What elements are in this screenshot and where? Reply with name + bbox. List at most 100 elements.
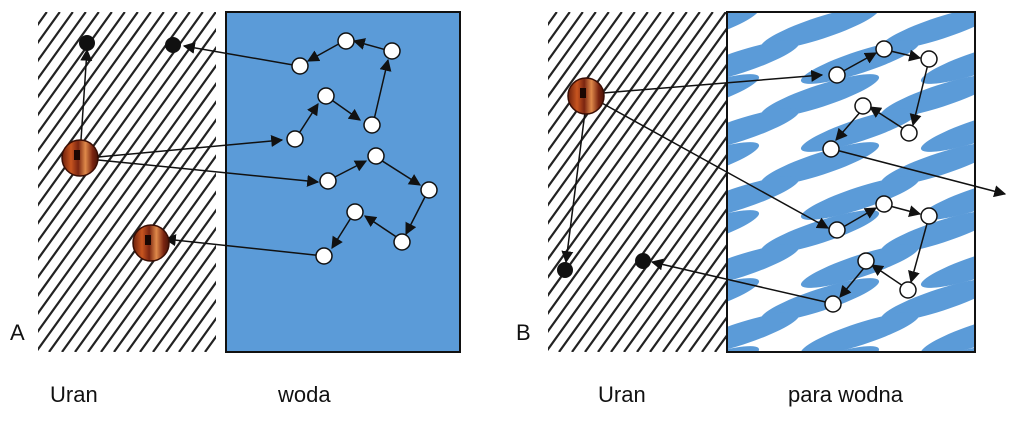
- uranium-region-b: [548, 12, 726, 352]
- hatch-line: [38, 27, 216, 279]
- hatch-line: [38, 12, 113, 117]
- hatch-line: [548, 12, 714, 243]
- hatch-line: [38, 12, 48, 27]
- neutron-icon: [824, 295, 842, 313]
- water-vapour-region: [726, 11, 976, 353]
- hatch-line: [38, 12, 139, 153]
- hatch-line: [87, 172, 216, 352]
- vapour-blob: [727, 244, 800, 288]
- hatch-line: [548, 12, 610, 99]
- vapour-blob: [880, 278, 975, 322]
- vapour-blob: [727, 142, 760, 186]
- uranium-region-a: [0, 12, 216, 352]
- neutron-icon: [828, 66, 846, 84]
- vapour-blob: [727, 346, 760, 352]
- vapour-blob: [920, 108, 975, 152]
- neutron-icon: [367, 147, 385, 165]
- vapour-blob: [760, 74, 880, 118]
- neutron-icon: [900, 124, 918, 142]
- vapour-blob: [727, 278, 760, 322]
- hatch-line: [548, 12, 726, 261]
- hatch-line: [61, 136, 216, 352]
- neutron-icon: [828, 221, 846, 239]
- vapour-blob: [880, 142, 975, 186]
- neutron-icon: [286, 130, 304, 148]
- absorbed-neutron-icon: [165, 37, 181, 53]
- hatch-line: [548, 64, 726, 315]
- hatch-line: [38, 12, 216, 261]
- vapour-blob: [920, 312, 975, 352]
- neutron-icon: [315, 247, 333, 265]
- hatch-line: [38, 12, 87, 81]
- hatch-line: [548, 45, 726, 297]
- neutron-icon: [319, 172, 337, 190]
- vapour-blob: [880, 12, 975, 50]
- hatch-line: [165, 280, 216, 352]
- hatch-line: [548, 27, 726, 279]
- panel-b: B Uran para wodna: [516, 11, 1007, 407]
- hatch-line: [38, 12, 204, 243]
- hatch-line: [152, 262, 216, 352]
- hatch-line: [113, 208, 216, 352]
- vapour-blob: [800, 312, 920, 352]
- vapour-blob: [920, 176, 975, 220]
- vapour-blob: [880, 74, 975, 118]
- neutron-icon: [383, 42, 401, 60]
- hatch-line: [636, 226, 726, 352]
- hatch-line: [623, 208, 726, 352]
- vapour-blob: [800, 176, 920, 220]
- vapour-blob: [760, 210, 880, 254]
- hatch-line: [558, 118, 726, 352]
- absorbed-neutron-icon: [79, 35, 95, 51]
- hatch-line: [548, 82, 726, 334]
- hatch-line: [548, 12, 636, 135]
- material-label-b: Uran: [598, 382, 646, 407]
- vapour-blob: [727, 40, 800, 84]
- neutron-icon: [337, 32, 355, 50]
- neutron-icon: [317, 87, 335, 105]
- vapour-blob: [727, 312, 800, 352]
- hatch-line: [0, 12, 34, 352]
- vapour-blob: [880, 210, 975, 254]
- hatch-line: [48, 118, 216, 352]
- hatch-line: [597, 172, 726, 352]
- hatch-line: [548, 12, 662, 171]
- hatch-line: [38, 12, 178, 207]
- vapour-blob: [727, 74, 760, 118]
- neutron-icon: [822, 140, 840, 158]
- neutron-icon: [393, 233, 411, 251]
- neutron-icon: [875, 40, 893, 58]
- medium-label-a: woda: [277, 382, 331, 407]
- hatch-line: [38, 12, 191, 225]
- material-label-a: Uran: [50, 382, 98, 407]
- hatch-line: [38, 12, 61, 45]
- neutron-icon: [899, 281, 917, 299]
- hatch-line: [126, 226, 216, 352]
- hatch-line: [38, 12, 152, 171]
- hatch-line: [675, 280, 726, 352]
- hatch-line: [139, 244, 216, 352]
- medium-label-b: para wodna: [788, 382, 904, 407]
- vapour-blob: [727, 12, 760, 50]
- hatch-line: [548, 12, 701, 225]
- hatch-line: [38, 12, 100, 99]
- panel-a: A Uran woda: [0, 11, 461, 407]
- hatch-line: [662, 262, 726, 352]
- hatch-line: [38, 45, 216, 297]
- vapour-blob: [920, 40, 975, 84]
- neutron-icon: [857, 252, 875, 270]
- water-region: [225, 11, 461, 353]
- uranium-nucleus-icon: [132, 224, 170, 262]
- neutron-icon: [920, 50, 938, 68]
- hatch-line: [548, 12, 688, 207]
- neutron-icon: [291, 57, 309, 75]
- hatch-line: [571, 136, 726, 352]
- hatch-line: [649, 244, 726, 352]
- hatch-line: [548, 100, 726, 352]
- hatch-line: [74, 154, 216, 352]
- hatch-line: [610, 190, 726, 352]
- vapour-blob: [727, 176, 800, 220]
- hatch-line: [38, 12, 126, 135]
- uranium-nucleus-icon: [61, 139, 99, 177]
